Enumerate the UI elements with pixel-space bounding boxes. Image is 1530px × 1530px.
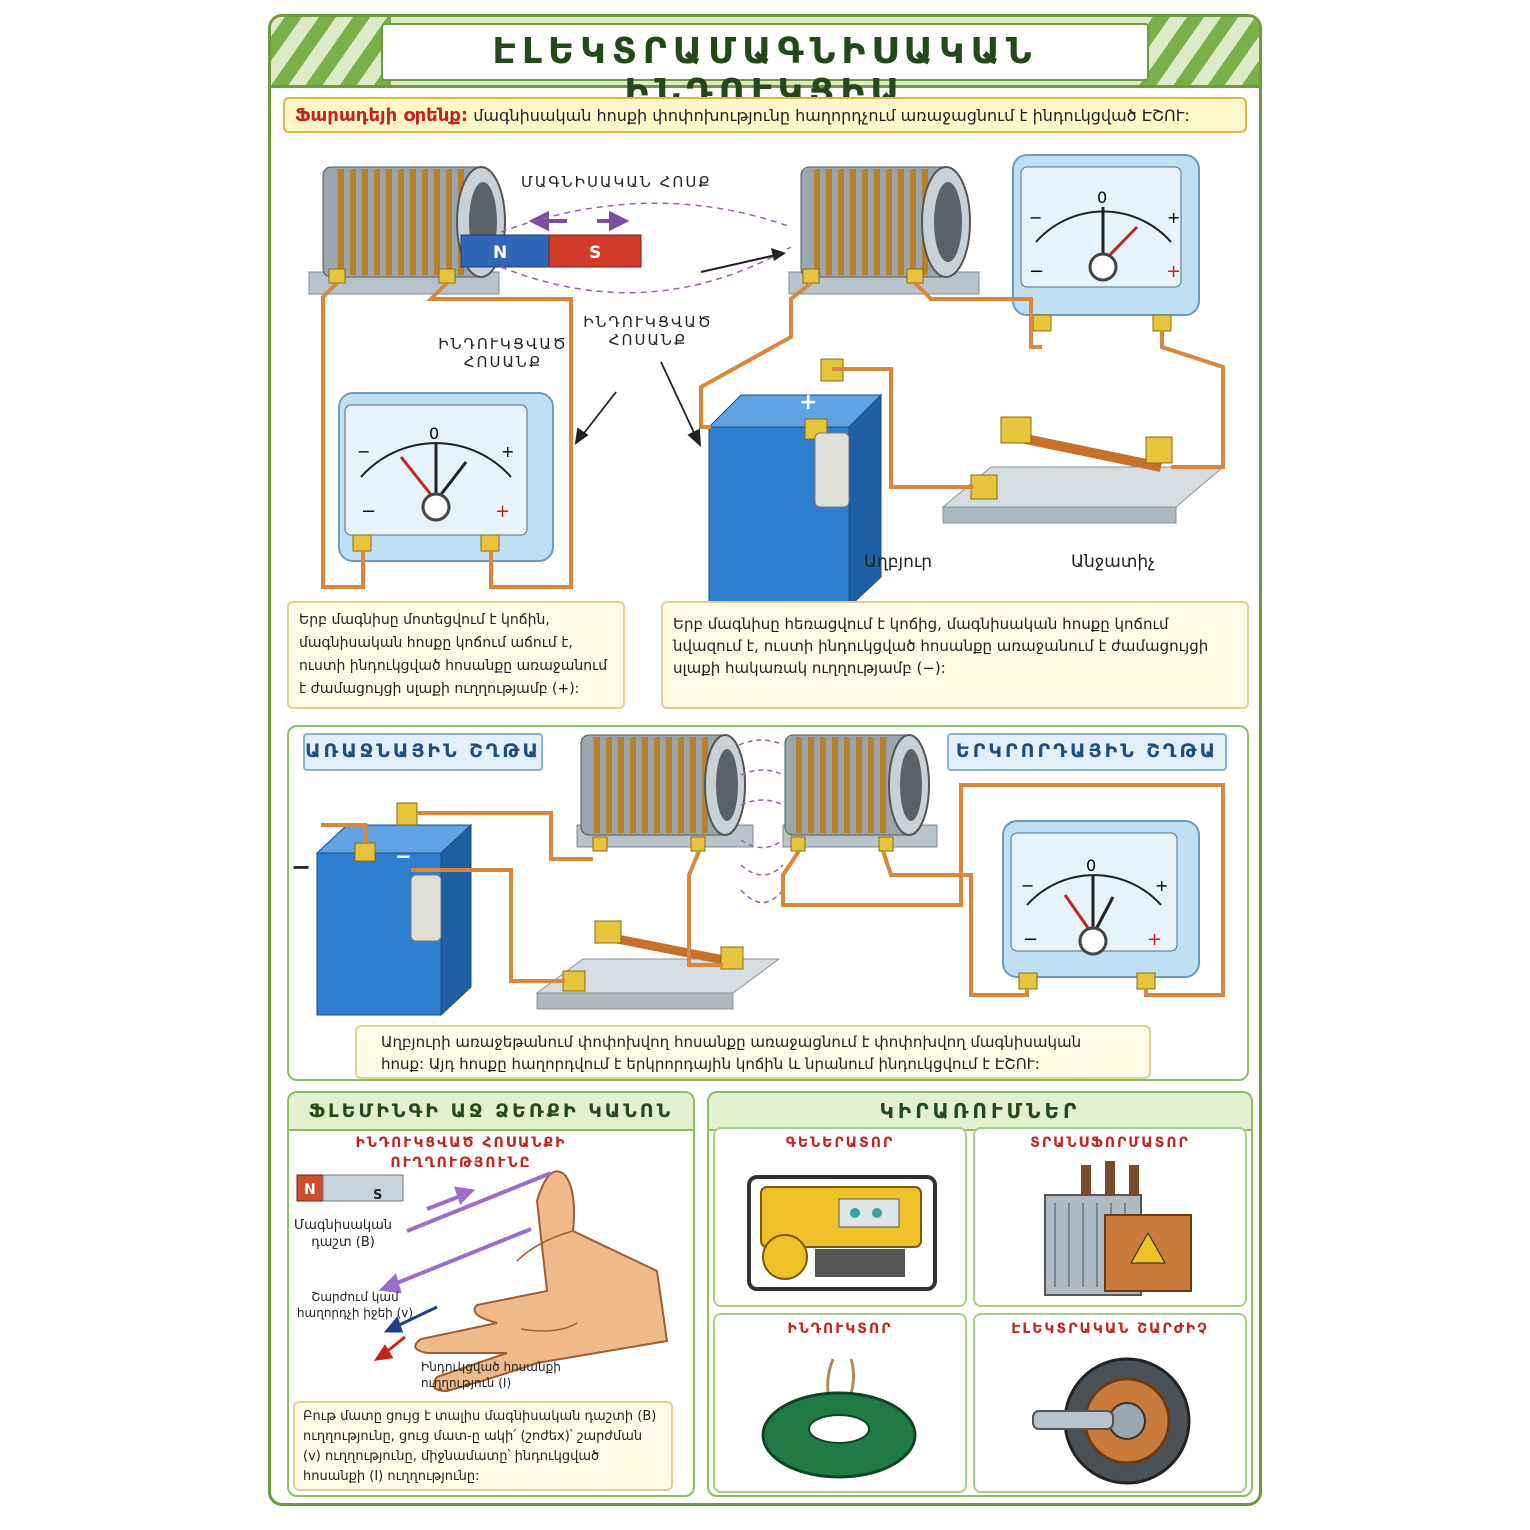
inductor-icon xyxy=(761,1358,917,1479)
applications-section: ԿԻՐԱՌՈՒՄՆԵՐ xyxy=(707,1091,1253,1497)
current-arrow xyxy=(373,1335,406,1361)
transformer-section xyxy=(287,725,1249,1081)
page-title: ԷԼԵԿՏՐԱՄԱԳՆԻՍԱԿԱՆ ԻՆԴՈՒԿՑԻԱ xyxy=(492,31,1038,113)
title-bar: ԷԼԵԿՏՐԱՄԱԳՆԻՍԱԿԱՆ ԻՆԴՈՒԿՑԻԱ xyxy=(271,17,1259,113)
primary-coil xyxy=(576,734,754,852)
poster: ԷԼԵԿՏՐԱՄԱԳՆԻՍԱԿԱՆ ԻՆԴՈՒԿՑԻԱ Ֆարադեյի օրե… xyxy=(268,14,1262,1506)
small-magnet-s: S xyxy=(373,1188,382,1203)
wires-middle xyxy=(321,783,1225,997)
flux-lines xyxy=(500,202,792,294)
motion-arrow xyxy=(383,1305,438,1333)
coil-right xyxy=(788,166,980,295)
meter-mid-minus: − xyxy=(1023,929,1038,950)
meter-mid-minus-top: − xyxy=(1021,876,1034,895)
motor-icon xyxy=(1032,1357,1191,1485)
meter-right-minus: − xyxy=(1029,261,1044,282)
flux-label: ՄԱԳՆԻՍԱԿԱՆ ՀՈՍՔ xyxy=(521,173,712,191)
galvanometer-right: 0 − + − + xyxy=(1012,154,1200,332)
meter-right-plus-top: + xyxy=(1167,208,1180,227)
meter-left-zero: 0 xyxy=(429,424,439,443)
flux-arrow xyxy=(700,248,786,273)
top-illustration: N S ՄԱԳՆԻՍԱԿԱՆ ՀՈՍՔ xyxy=(308,154,1225,609)
meter-right-minus-top: − xyxy=(1029,208,1042,227)
switch-primary xyxy=(535,920,781,1010)
meter-mid-plus: + xyxy=(1147,929,1162,950)
induced-current-label-left: ԻՆԴՈՒԿՑՎԱԾ ՀՈՍԱՆՔ xyxy=(438,335,568,371)
secondary-coil xyxy=(782,734,938,852)
secondary-circuit-label: ԵՐԿՐՈՐԴԱՅԻՆ ՇՂԹԱ xyxy=(947,733,1227,771)
induced-current-label-center: ԻՆԴՈՒԿՑՎԱԾ ՀՈՍԱՆՔ xyxy=(583,313,713,349)
meter-right-zero: 0 xyxy=(1097,188,1107,207)
magnet-n-label: N xyxy=(493,243,507,263)
stripe-decoration-left xyxy=(271,17,391,85)
battery-minus-top: − xyxy=(395,844,412,868)
transformer-text: Աղբյուրի առաջեթանում փոփոխվող հոսանքը առ… xyxy=(355,1025,1151,1079)
field-arrow xyxy=(378,1171,552,1294)
fleming-text: Բութ մատը ցույց է տալիս մագնիսական դաշտի… xyxy=(293,1401,673,1491)
meter-left-minus-top: − xyxy=(357,442,370,461)
transformer-illustration: − − 0 − + − + xyxy=(291,734,1225,1017)
faraday-law-label: Ֆարադեյի օրենք: xyxy=(295,105,469,126)
small-magnet-n: N xyxy=(304,1182,316,1198)
switch-label: Անջատիչ xyxy=(1070,552,1156,572)
application-card-transformer: ՏՐԱՆՍՖՈՐՄԱՏՈՐ xyxy=(973,1127,1247,1307)
generator-icon xyxy=(747,1175,937,1291)
meter-right-plus: + xyxy=(1166,261,1181,282)
fleming-section: ՖԼԵՄԻՆԳԻ ԱՋ ՁԵՌՔԻ ԿԱՆՈՆ xyxy=(287,1091,695,1497)
magnet-motion-arrows xyxy=(528,210,630,232)
small-magnet: N S xyxy=(296,1174,404,1203)
faraday-law-text: մագնիսական հոսքի փոփոխությունը հաղորդչու… xyxy=(473,106,1190,125)
battery-primary: − − xyxy=(291,802,473,1017)
motion-label: Շարժում կամ հաղորդչի իջեի (v) xyxy=(296,1290,414,1320)
hand-icon xyxy=(414,1170,669,1393)
transformer-icon xyxy=(1044,1161,1192,1296)
fleming-title: ՖԼԵՄԻՆԳԻ ԱՋ ՁԵՌՔԻ ԿԱՆՈՆ xyxy=(289,1093,693,1131)
bar-magnet: N S xyxy=(460,234,642,268)
coil-left xyxy=(308,166,506,295)
generator-label: ԳԵՆԵՐԱՏՈՐ xyxy=(785,1135,895,1151)
right-hand-rule-illustration: N S xyxy=(296,1170,669,1393)
application-card-inductor: ԻՆԴՈՒԿՏՈՐ xyxy=(713,1313,967,1493)
battery-minus-left: − xyxy=(291,853,311,881)
inductor-label: ԻՆԴՈՒԿՏՈՐ xyxy=(787,1321,893,1337)
switch xyxy=(941,416,1225,524)
galvanometer-left: 0 − + − + xyxy=(338,392,554,562)
stripe-decoration-right xyxy=(1139,17,1259,85)
text-box-recede: Երբ մագնիսը հեռացվում է կոճից, մագնիսակա… xyxy=(661,601,1249,709)
source-label: Աղբյուր xyxy=(863,552,933,572)
meter-left-plus: + xyxy=(495,501,510,522)
primary-circuit-label: ԱՌԱՋՆԱՅԻՆ ՇՂԹԱ xyxy=(303,733,543,771)
mutual-flux-lines xyxy=(738,739,784,904)
battery-source: + xyxy=(707,358,883,609)
wires-top xyxy=(321,281,1225,589)
application-card-motor: ԷԼԵԿՏՐԱԿԱՆ ՇԱՐԺԻՉ xyxy=(973,1313,1247,1493)
motor-label: ԷԼԵԿՏՐԱԿԱՆ ՇԱՐԺԻՉ xyxy=(1011,1321,1209,1337)
meter-left-plus-top: + xyxy=(501,442,514,461)
application-card-generator: ԳԵՆԵՐԱՏՈՐ xyxy=(713,1127,967,1307)
applications-title: ԿԻՐԱՌՈՒՄՆԵՐ xyxy=(709,1093,1251,1131)
induced-current-direction-label: ԻՆԴՈՒԿՑՎԱԾ ՀՈՍԱՆՔԻ ՈՒՂՂՈՒԹՅՈՒՆԸ xyxy=(355,1135,567,1171)
meter-mid-plus-top: + xyxy=(1155,876,1168,895)
title-frame: ԷԼԵԿՏՐԱՄԱԳՆԻՍԱԿԱՆ ԻՆԴՈՒԿՑԻԱ xyxy=(381,23,1149,113)
current-label-arrows xyxy=(574,361,702,448)
text-box-approach: Երբ մագնիսը մոտեցվում է կոճին, մագնիսակա… xyxy=(287,601,625,709)
faraday-law-box: Ֆարադեյի օրենք: մագնիսական հոսքի փոփոխու… xyxy=(283,97,1247,133)
induced-direction-label: Ինդուկցված հոսանքի ուղղություն (I) xyxy=(421,1360,561,1390)
field-label: Մագնիսական դաշտ (B) xyxy=(293,1218,393,1250)
galvanometer-secondary: 0 − + − + xyxy=(1002,820,1200,990)
meter-mid-zero: 0 xyxy=(1086,856,1096,875)
magnet-s-label: S xyxy=(589,243,601,263)
meter-left-minus: − xyxy=(361,501,376,522)
transformer-label: ՏՐԱՆՍՖՈՐՄԱՏՈՐ xyxy=(1030,1135,1190,1151)
battery-plus: + xyxy=(799,390,817,415)
